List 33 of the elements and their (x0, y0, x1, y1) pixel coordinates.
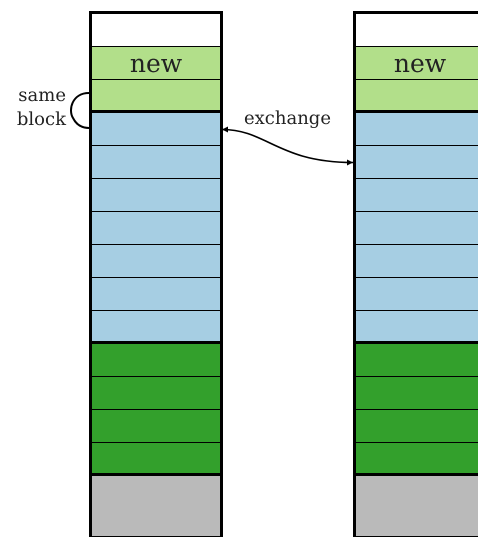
memory-block (356, 476, 478, 537)
memory-block (356, 344, 478, 377)
memory-column (89, 11, 223, 537)
memory-block (92, 443, 220, 476)
memory-block (92, 377, 220, 410)
memory-block (356, 311, 478, 344)
arrow (222, 126, 354, 166)
annotation-text: same block (16, 84, 66, 132)
memory-block: new (92, 47, 220, 80)
memory-block (356, 146, 478, 179)
memory-block (356, 410, 478, 443)
memory-block (356, 278, 478, 311)
memory-column (353, 11, 478, 537)
memory-block (92, 344, 220, 377)
memory-block (92, 80, 220, 113)
memory-block (92, 245, 220, 278)
memory-block (92, 212, 220, 245)
memory-block (356, 443, 478, 476)
memory-block (356, 377, 478, 410)
memory-block (92, 311, 220, 344)
memory-block (356, 113, 478, 146)
memory-block (356, 212, 478, 245)
memory-block (92, 179, 220, 212)
memory-block (92, 113, 220, 146)
memory-block (92, 278, 220, 311)
memory-block (92, 146, 220, 179)
memory-block (356, 179, 478, 212)
memory-block (356, 80, 478, 113)
edge-label: exchange (242, 108, 333, 128)
memory-block (92, 410, 220, 443)
memory-block: new (356, 47, 478, 80)
memory-block (92, 476, 220, 537)
memory-block (356, 245, 478, 278)
